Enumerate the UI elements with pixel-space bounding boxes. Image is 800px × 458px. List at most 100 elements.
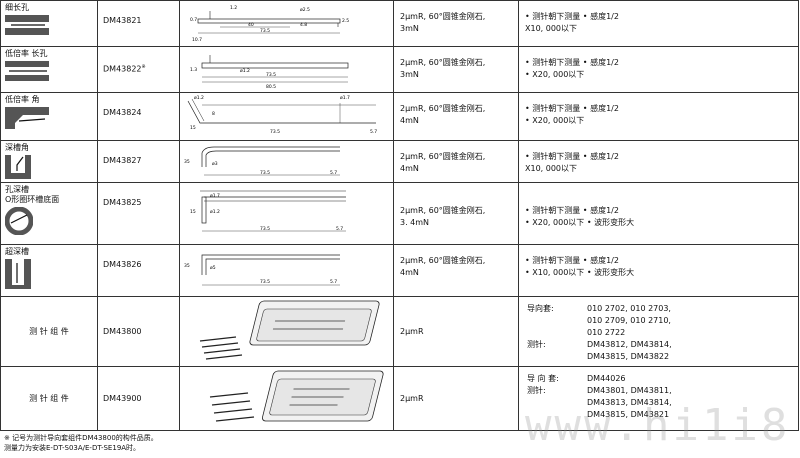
table-row: 孔深槽 O形圈环槽底面 DM43825 ø1.7 15 ø1.2 73. xyxy=(0,182,799,245)
dimension-label: 5.7 xyxy=(330,170,337,176)
stylus-spec-table: 细长孔 DM43821 1.2 40 73.5 0.7 xyxy=(0,0,799,431)
category-label: 孔深槽 O形圈环槽底面 xyxy=(5,185,60,204)
table-row: 超深槽 DM43826 35 ø5 73.5 5.7 2μmR, 60° xyxy=(0,244,799,297)
note-line: • X10, 000以下 • 波形变形大 xyxy=(525,268,635,277)
dimension-label: 15 xyxy=(190,125,196,131)
dimension-label: 5.7 xyxy=(370,129,377,135)
stylus-drawing: 1.3 ø1.2 73.5 80.5 xyxy=(190,55,349,90)
note-line: • 测针朝下测量 • 感度1/2 xyxy=(525,104,619,113)
dimension-label: 0.7 xyxy=(190,17,197,23)
deep-groove-corner-icon xyxy=(5,155,31,179)
note-line: • 测针朝下测量 • 感度1/2 xyxy=(525,12,619,21)
tip-spec: 2μmR, 60°圆锥金刚石, 4mN xyxy=(393,140,519,183)
notes-cell: • 测针朝下测量 • 感度1/2 • X20, 000以下 xyxy=(518,46,799,93)
dimension-label: 5.7 xyxy=(330,279,337,285)
dimension-label: ø1.2 xyxy=(210,209,220,215)
kit-model-number: DM43900 xyxy=(97,366,180,431)
kit-entry: 测针:DM43812, DM43814, DM43815, DM43822 xyxy=(527,340,672,361)
table-row: 深槽角 DM43827 35 ø3 73.5 5.7 2μmR, 60° xyxy=(0,140,799,183)
long-hole-icon xyxy=(5,61,49,81)
table-row: 低倍率 角 DM43824 ø1.2 ø1.7 15 8 73.5 xyxy=(0,92,799,141)
tip-spec: 2μmR, 60°圆锥金刚石, 4mN xyxy=(393,92,519,141)
slender-hole-icon xyxy=(5,15,49,35)
note-line: • 测针朝下测量 • 感度1/2 xyxy=(525,152,619,161)
stylus-kit-case-image xyxy=(209,370,384,422)
notes-cell: • 测针朝下测量 • 感度1/2 • X20, 000以下 xyxy=(518,92,799,141)
dimension-label: 35 xyxy=(184,159,190,165)
stylus-diagram: 35 ø3 73.5 5.7 xyxy=(179,140,394,183)
model-cell: DM43824 xyxy=(97,92,180,141)
dimension-label: 1.2 xyxy=(230,5,237,11)
dimension-label: ø3 xyxy=(212,161,218,167)
table-row: 细长孔 DM43821 1.2 40 73.5 0.7 xyxy=(0,0,799,47)
note-line: • 测针朝下测量 • 感度1/2 xyxy=(525,206,619,215)
model-number: DM43822 xyxy=(103,64,142,74)
stylus-diagram: ø1.7 15 ø1.2 73.5 5.7 xyxy=(179,182,394,245)
dimension-label: 73.5 xyxy=(260,279,270,285)
table-row: 低倍率 长孔 DM43822※ 1.3 ø1.2 73.5 80.5 xyxy=(0,46,799,93)
model-number: DM43825 xyxy=(103,198,142,207)
dimension-label: 5.7 xyxy=(336,226,343,232)
model-number: DM43826 xyxy=(103,260,142,269)
note-line: • 测针朝下测量 • 感度1/2 xyxy=(525,256,619,265)
model-cell: DM43821 xyxy=(97,0,180,47)
kit-model-number: DM43800 xyxy=(97,296,180,367)
kit-image xyxy=(179,296,394,367)
model-cell: DM43826 xyxy=(97,244,180,297)
dimension-label: ø1.7 xyxy=(340,95,350,101)
dimension-label: 40 xyxy=(248,22,254,28)
model-number: DM43824 xyxy=(103,108,142,117)
dimension-label: 15 xyxy=(190,209,196,215)
category-cell: 低倍率 角 xyxy=(0,92,98,141)
dimension-label: 2.5 xyxy=(342,18,349,24)
kit-entry: 导向套:010 2702, 010 2703, 010 2709, 010 27… xyxy=(527,304,671,337)
category-cell: 低倍率 长孔 xyxy=(0,46,98,93)
footnote-line: 测量力为安装E-DT-S03A/E-DT-SE19A时。 xyxy=(4,444,141,452)
dimension-label: ø1.2 xyxy=(240,68,250,74)
notes-cell: • 测针朝下测量 • 感度1/2 • X20, 000以下 • 波形变形大 xyxy=(518,182,799,245)
dimension-label: 73.5 xyxy=(260,226,270,232)
model-mark: ※ xyxy=(141,64,146,70)
ultra-deep-groove-icon xyxy=(5,259,31,289)
kit-tip-spec: 2μmR xyxy=(393,366,519,431)
tip-spec: 2μmR, 60°圆锥金刚石, 4mN xyxy=(393,244,519,297)
note-line: • X20, 000以下 xyxy=(525,70,585,79)
table-row: 测 针 组 件 DM43900 2μmR 导 向 套:DM440 xyxy=(0,366,799,431)
dimension-label: ø5 xyxy=(210,265,216,271)
notes-cell: • 测针朝下测量 • 感度1/2 X10, 000以下 xyxy=(518,140,799,183)
model-number: DM43821 xyxy=(103,16,142,25)
model-cell: DM43827 xyxy=(97,140,180,183)
category-cell: 深槽角 xyxy=(0,140,98,183)
footnote-line: ※ 记号为测针导向套组件DM43800的构件品质。 xyxy=(4,434,158,442)
kit-tip-spec: 2μmR xyxy=(393,296,519,367)
dimension-label: ø1.2 xyxy=(194,95,204,101)
category-label: 低倍率 长孔 xyxy=(5,49,48,58)
category-cell: 细长孔 xyxy=(0,0,98,47)
notes-cell: • 测针朝下测量 • 感度1/2 X10, 000以下 xyxy=(518,0,799,47)
kit-entry: 测针:DM43801, DM43811, DM43813, DM43814, D… xyxy=(527,386,672,419)
stylus-kit-case-image xyxy=(199,300,380,360)
model-cell: DM43822※ xyxy=(97,46,180,93)
stylus-diagram: ø1.2 ø1.7 15 8 73.5 5.7 xyxy=(179,92,394,141)
stylus-diagram: 1.3 ø1.2 73.5 80.5 xyxy=(179,46,394,93)
stylus-drawing: 35 ø5 73.5 5.7 xyxy=(184,254,340,286)
dimension-label: 4.8 xyxy=(300,22,307,28)
tip-spec: 2μmR, 60°圆锥金刚石, 3mN xyxy=(393,0,519,47)
category-label: 细长孔 xyxy=(5,3,29,12)
stylus-diagram: 35 ø5 73.5 5.7 xyxy=(179,244,394,297)
model-number: DM43827 xyxy=(103,156,142,165)
note-line: • X20, 000以下 xyxy=(525,116,585,125)
note-line: X10, 000以下 xyxy=(525,164,578,173)
kit-category: 测 针 组 件 xyxy=(0,366,98,431)
category-label: 深槽角 xyxy=(5,143,29,152)
kit-entry: 导 向 套:DM44026 xyxy=(527,374,626,383)
dimension-label: 73.5 xyxy=(260,170,270,176)
stylus-drawing: 1.2 40 73.5 0.7 4.8 10.7 2.5 ø2.5 xyxy=(190,5,349,43)
stylus-diagram: 1.2 40 73.5 0.7 4.8 10.7 2.5 ø2.5 xyxy=(179,0,394,47)
dimension-label: 35 xyxy=(184,263,190,269)
category-label: 超深槽 xyxy=(5,247,29,256)
note-line: • 测针朝下测量 • 感度1/2 xyxy=(525,58,619,67)
dimension-label: 80.5 xyxy=(266,84,276,90)
dimension-label: 73.5 xyxy=(270,129,280,135)
stylus-drawing: ø1.2 ø1.7 15 8 73.5 5.7 xyxy=(187,95,377,135)
